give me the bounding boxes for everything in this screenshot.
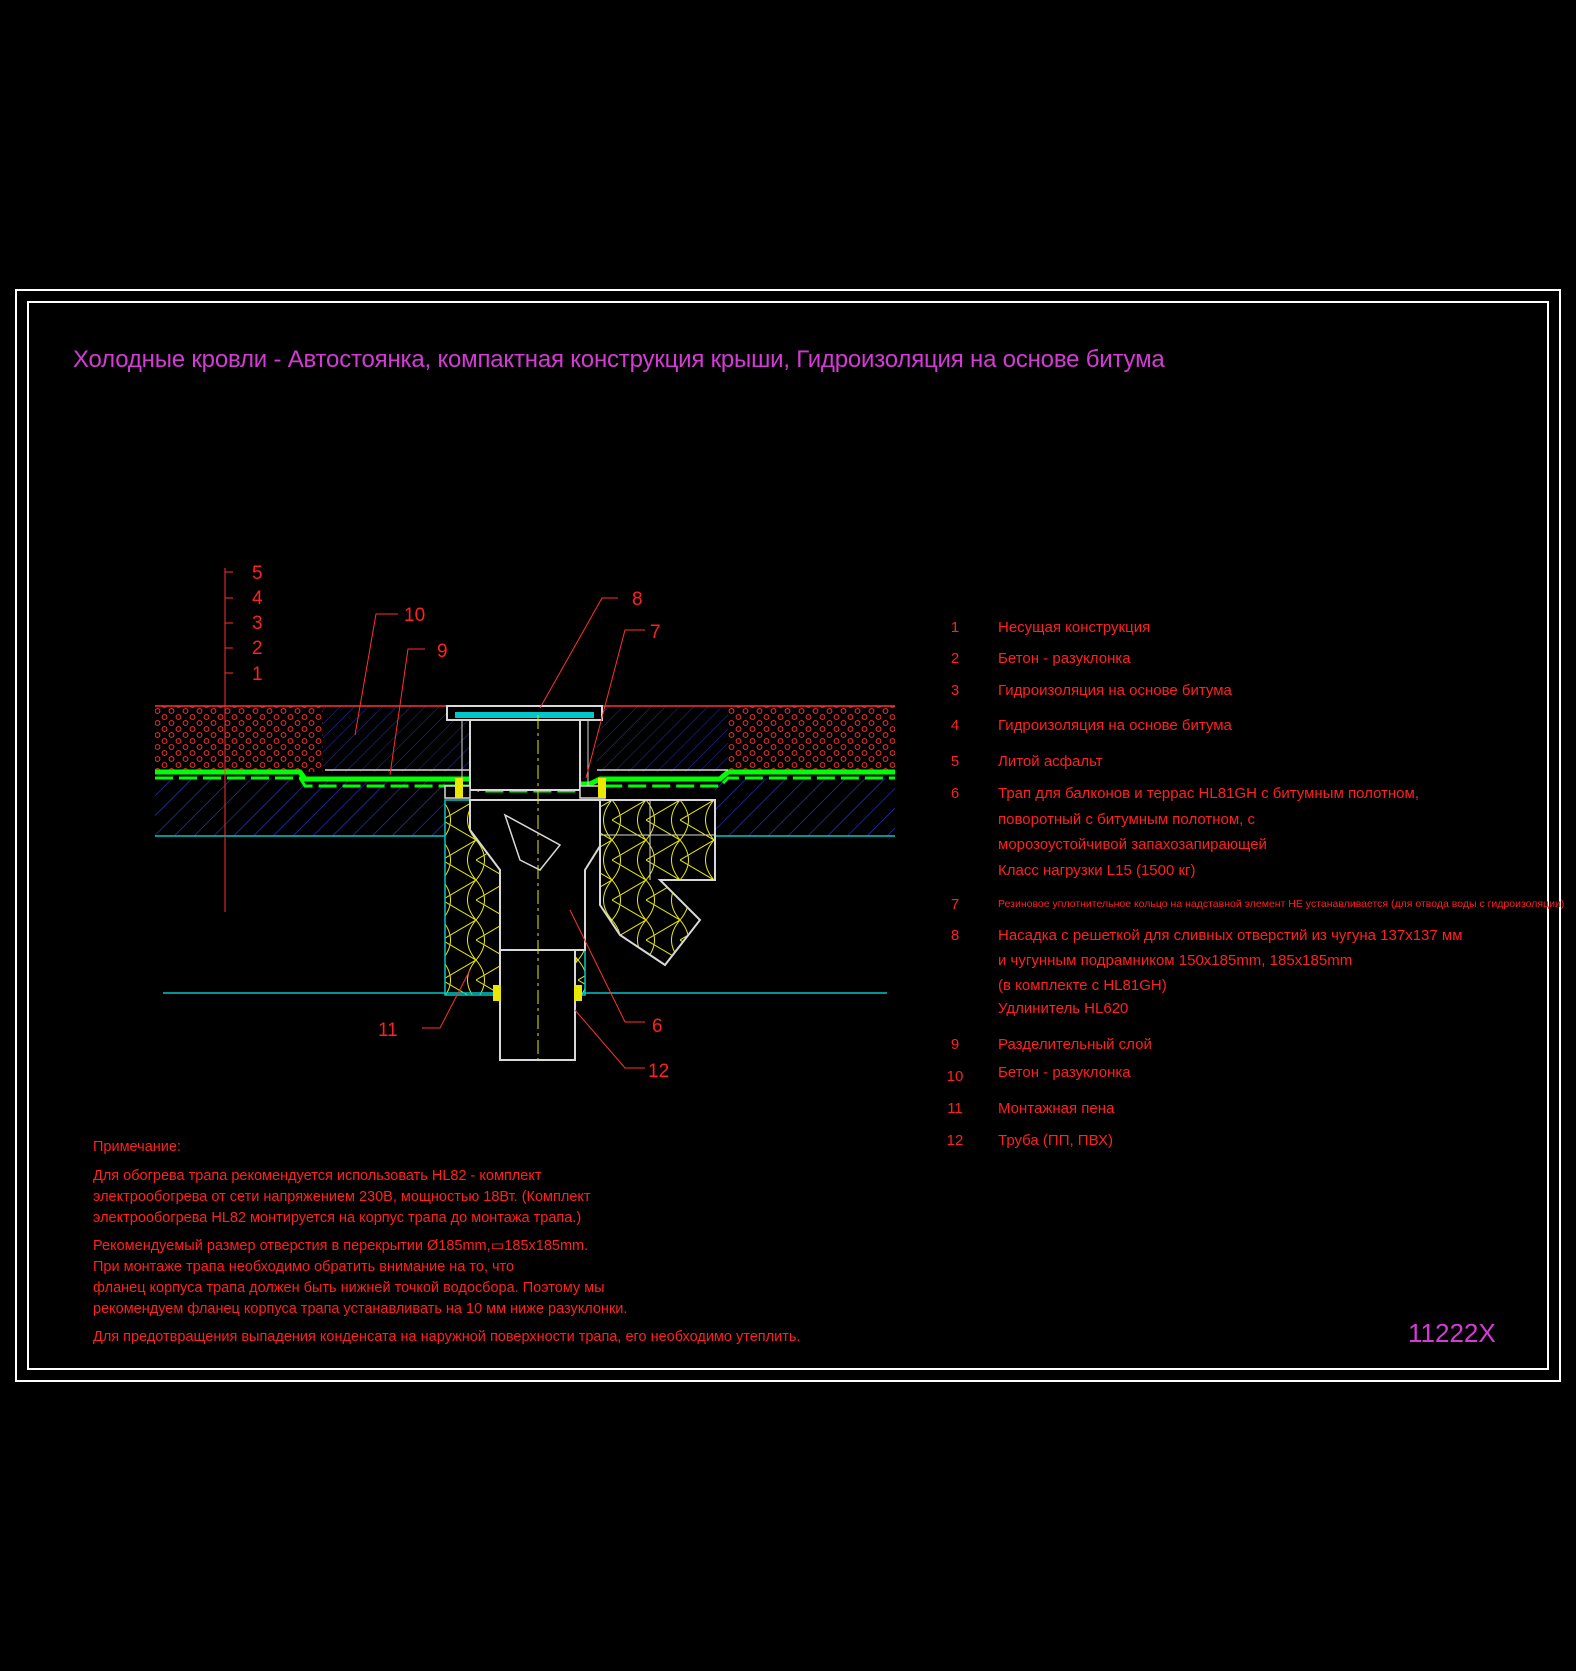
legend-item-8-line-2: и чугунным подрамником 150x185mm, 185x18… xyxy=(998,952,1353,969)
notes-line: рекомендуем фланец корпуса трапа устанав… xyxy=(93,1301,628,1317)
layer-label-3: 3 xyxy=(252,613,263,634)
notes-line: фланец корпуса трапа должен быть нижней … xyxy=(93,1280,605,1296)
notes-line: Для предотвращения выпадения конденсата … xyxy=(93,1329,801,1345)
callout-6: 6 xyxy=(652,1016,663,1037)
callout-8: 8 xyxy=(632,589,643,610)
legend-item-8-line-4: Удлинитель HL620 xyxy=(998,1000,1129,1017)
drawing-frame-outer xyxy=(15,289,1561,1382)
drawing-title: Холодные кровли - Автостоянка, компактна… xyxy=(73,346,1165,373)
notes-line: Для обогрева трапа рекомендуется использ… xyxy=(93,1168,542,1184)
layer-label-4: 4 xyxy=(252,588,263,609)
callout-10: 10 xyxy=(404,605,425,626)
layer-label-5: 5 xyxy=(252,563,263,584)
callout-11: 11 xyxy=(378,1020,398,1041)
layer-label-1: 1 xyxy=(252,664,263,685)
drawing-code: 11222X xyxy=(1408,1318,1496,1348)
callout-9: 9 xyxy=(437,641,448,662)
notes-line: электрообогрева HL82 монтируется на корп… xyxy=(93,1210,582,1226)
structural-slab-right xyxy=(715,778,895,836)
legend-item-6-line-3: морозоустойчивой запахозапирающей xyxy=(998,836,1267,853)
callout-7: 7 xyxy=(650,622,661,643)
concrete-fill-right xyxy=(597,706,728,772)
notes-line: При монтаже трапа необходимо обратить вн… xyxy=(93,1259,515,1275)
legend-item-6-line-2: поворотный с битумным полотном, с xyxy=(998,811,1256,828)
layer-label-2: 2 xyxy=(252,638,263,659)
legend-item-8-line-3: (в комплекте с HL81GH) xyxy=(998,977,1167,994)
structural-slab-left xyxy=(155,778,445,836)
callout-12: 12 xyxy=(648,1061,669,1082)
drain-extension xyxy=(469,719,581,791)
notes: Примечание: Для обогрева трапа рекоменду… xyxy=(93,1137,800,1348)
notes-line: электрообогрева от сети напряжением 230В… xyxy=(93,1189,591,1205)
drawing-frame-inner xyxy=(27,301,1549,1370)
drain-side-outlet xyxy=(599,799,716,967)
notes-line: Рекомендуемый размер отверстия в перекры… xyxy=(93,1238,589,1254)
notes-heading: Примечание: xyxy=(93,1139,181,1155)
asphalt-layer-left xyxy=(155,706,323,772)
legend-item-6-line-4: Класс нагрузки L15 (1500 кг) xyxy=(998,862,1196,879)
asphalt-layer-right xyxy=(728,706,895,772)
